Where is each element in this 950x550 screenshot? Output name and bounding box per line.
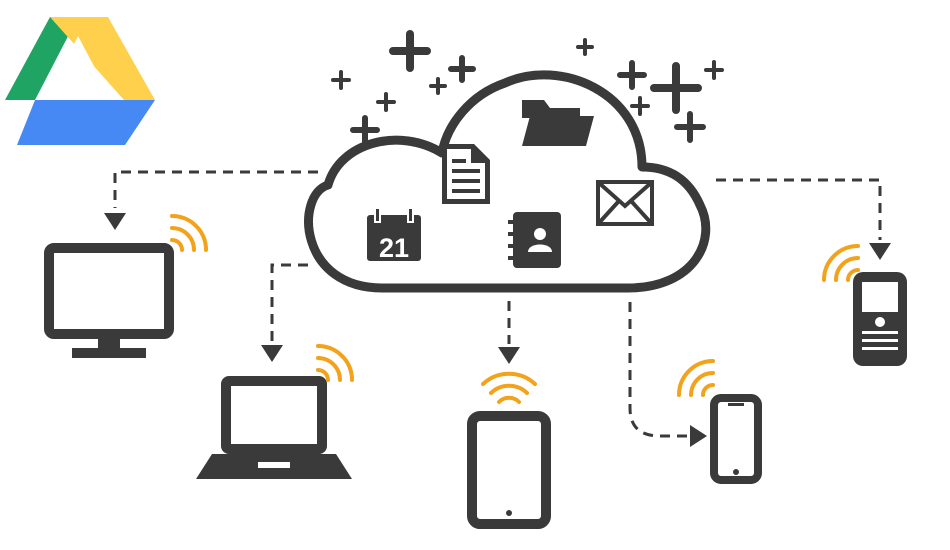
plus-icon xyxy=(389,30,431,72)
calendar-day: 21 xyxy=(379,233,409,263)
connector-to-laptop xyxy=(270,263,308,342)
calendar-icon: 21 xyxy=(367,207,421,263)
arrow-right-icon xyxy=(690,425,707,447)
desktop-monitor xyxy=(44,243,174,358)
drive-logo-blue-side xyxy=(17,100,155,145)
connector-to-blackberry xyxy=(716,178,882,240)
wifi-signal-icon xyxy=(316,344,354,382)
plus-icon xyxy=(674,111,706,143)
laptop xyxy=(196,376,352,479)
plus-icon xyxy=(630,96,650,116)
plus-icon xyxy=(650,62,702,114)
plus-icon xyxy=(331,70,351,90)
arrow-down-icon xyxy=(261,345,283,362)
tablet xyxy=(467,411,551,529)
drive-logo-yellow-side xyxy=(50,17,155,100)
contacts-icon xyxy=(508,212,561,268)
plus-icon xyxy=(429,77,447,95)
blackberry-phone xyxy=(853,272,907,366)
connector-to-desktop xyxy=(113,170,318,208)
sparkle-plus-icons xyxy=(331,30,724,145)
wifi-signal-icon xyxy=(481,371,537,404)
drive-logo-center xyxy=(46,36,112,100)
wifi-signal-icon xyxy=(170,214,208,252)
arrow-down-icon xyxy=(104,213,126,230)
document-icon xyxy=(442,144,490,204)
wifi-signal-icon xyxy=(677,359,715,397)
connector-to-smartphone xyxy=(628,302,690,438)
sync-connectors xyxy=(104,170,891,447)
arrow-down-icon xyxy=(869,243,891,260)
drive-logo-green-side xyxy=(5,17,78,100)
smartphone xyxy=(710,394,762,484)
plus-icon xyxy=(576,38,594,56)
wifi-signal-icon xyxy=(822,244,860,282)
plus-icon xyxy=(376,92,396,112)
plus-icon xyxy=(448,55,476,83)
envelope-icon xyxy=(596,180,654,226)
plus-icon xyxy=(617,60,647,90)
arrow-down-icon xyxy=(498,347,520,364)
folder-icon xyxy=(522,100,594,146)
plus-icon xyxy=(350,115,380,145)
plus-icon xyxy=(704,60,724,80)
google-drive-logo xyxy=(5,17,155,145)
